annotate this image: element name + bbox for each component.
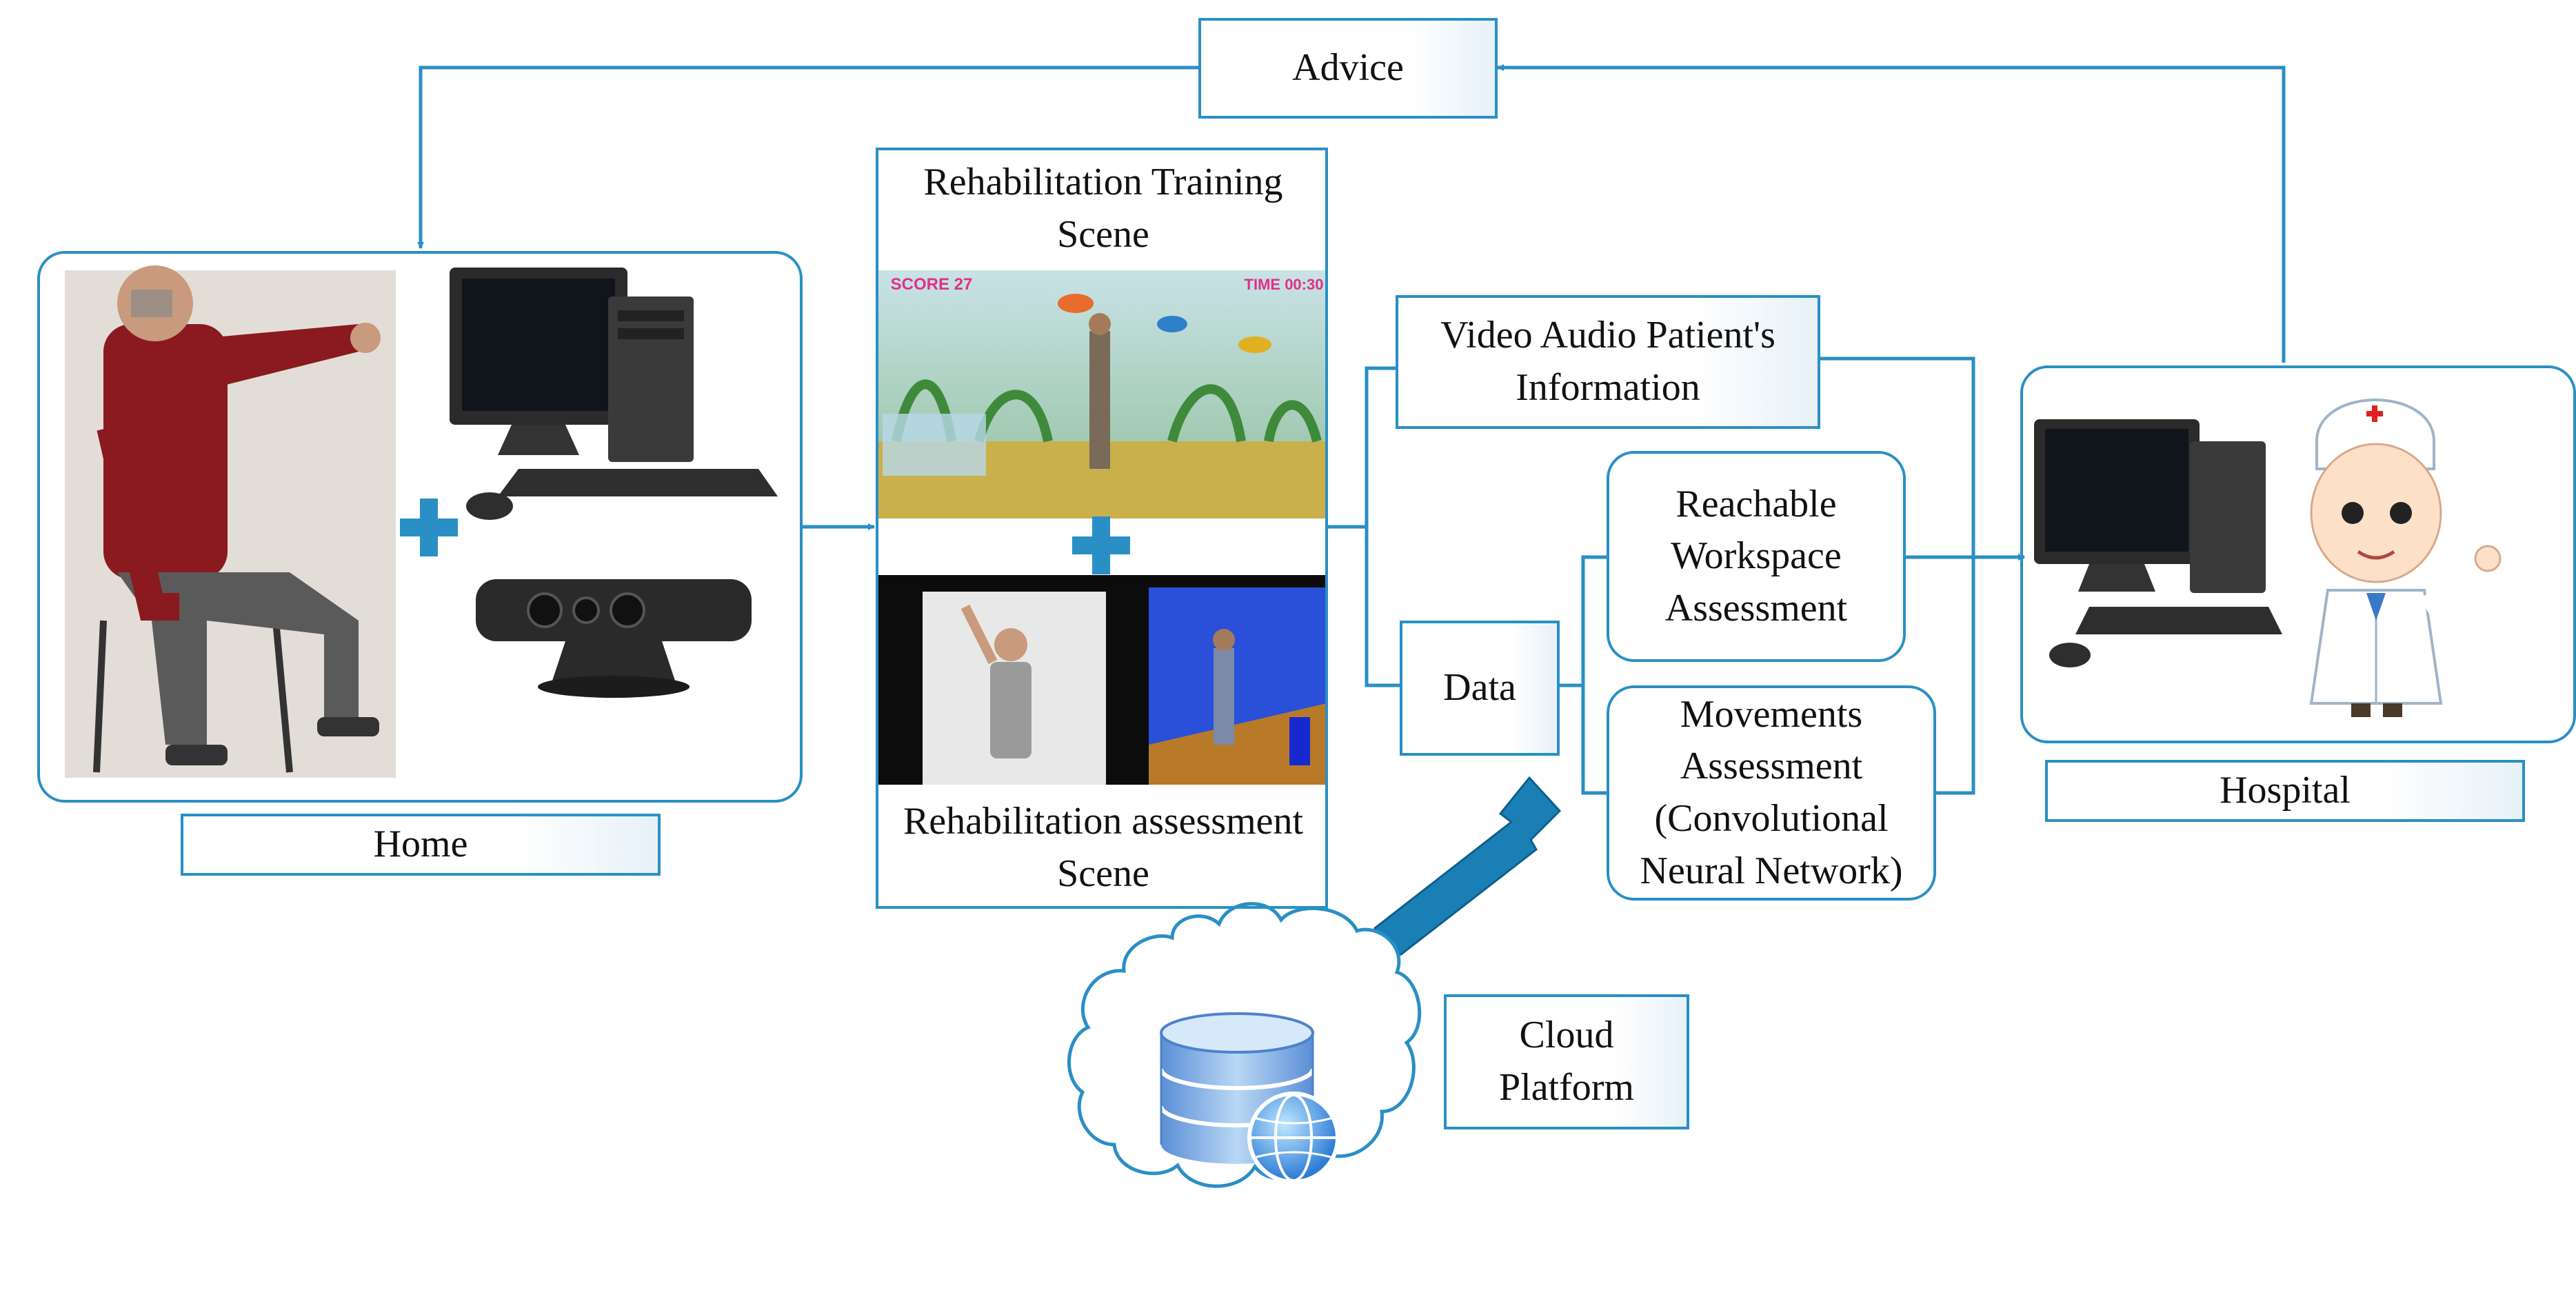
video-audio-to-hospital-line [1820,356,1975,795]
data-branch-reachable [1581,555,1607,685]
movements-assessment-box: Movements Assessment (Convolutional Neur… [1607,685,1936,901]
upload-to-cloud-arrow [1365,776,1562,960]
cloud-platform-box: Cloud Platform [1444,994,1689,1129]
home-container [37,251,803,803]
hospital-computer-icon [2034,419,2282,667]
video-audio-box: Video Audio Patient's Information [1396,295,1820,429]
training-scene-title: Rehabilitation Training Scene [923,161,1283,256]
computer-icon [450,268,778,520]
home-label: Home [181,814,661,876]
plus-icon-scenes [1072,516,1130,574]
patient-photo [65,265,396,778]
assessment-screenshot [877,575,1327,785]
plus-icon [400,499,458,556]
globe-icon [1247,1092,1340,1184]
doctor-icon [2309,399,2502,717]
scenes-to-data-line [1365,527,1400,687]
scenes-output-bracket [1327,366,1396,529]
scenes-container [876,148,1328,909]
data-branch-movements [1581,685,1607,795]
kinect-sensor-icon [476,579,752,698]
data-box: Data [1400,621,1560,756]
hospital-label: Hospital [2045,760,2525,822]
advice-label: Advice [1198,18,1498,119]
hospital-container [2020,365,2576,743]
game-score-text: SCORE 27 [890,274,973,294]
reachable-workspace-box: Reachable Workspace Assessment [1607,451,1906,662]
assessment-scene-title: Rehabilitation assessment Scene [903,800,1304,895]
game-screenshot [877,270,1327,519]
game-time-text: TIME 00:30 [1244,276,1324,294]
advice-loop-connector [417,64,2286,363]
